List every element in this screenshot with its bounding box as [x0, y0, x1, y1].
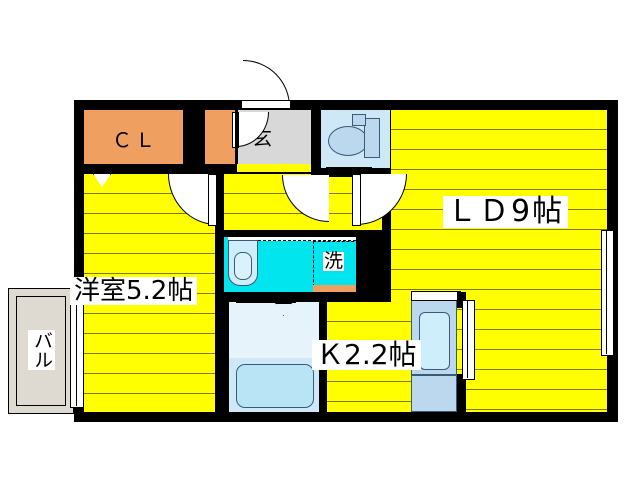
ld-window-east-mullion — [606, 230, 608, 354]
shoe-box — [205, 110, 235, 164]
closet-label: ＣＬ — [112, 128, 158, 152]
wall-h-kitchen-top — [327, 292, 391, 302]
kitchen-counter-divider — [411, 374, 457, 376]
room-label-washitsu: 洋室5.2帖 — [70, 277, 198, 305]
balcony-window-mullion — [76, 296, 78, 406]
balcony-label: バル — [28, 330, 55, 370]
wall-v-kitchen-ld-lower — [457, 374, 466, 412]
kitchen-window-mullion — [467, 300, 469, 378]
wall-h-toilet-bottom — [311, 168, 391, 177]
closet-cl — [84, 110, 183, 164]
wall-h-top-row — [74, 164, 224, 174]
wall-h-bath-top — [222, 292, 327, 302]
kitchen-counter-top — [411, 291, 461, 301]
wall-v-wet-right — [356, 230, 366, 294]
closet-door-marker — [93, 174, 111, 187]
room-label-kitchen: Ｋ2.2帖 — [312, 340, 421, 370]
bathtub-icon — [236, 364, 314, 408]
wash-basin-bowl-icon — [234, 252, 252, 280]
entrance-door-panel[interactable] — [241, 100, 291, 109]
wall-v-closet-right — [183, 100, 205, 174]
toilet-bowl-icon — [328, 126, 368, 156]
washroom-step — [313, 285, 357, 294]
kitchen-window[interactable] — [462, 300, 475, 380]
wall-v-washitsu-right — [215, 174, 224, 412]
room-label-ld: ＬＤ9帖 — [443, 196, 569, 228]
bathroom-dry-area — [229, 302, 319, 358]
laundry-label: 洗 — [323, 250, 345, 272]
washitsu-door-panel[interactable] — [208, 174, 217, 226]
wall-h-washroom-top — [222, 230, 359, 237]
toilet-flush-handle-icon — [352, 114, 366, 126]
toilet-tank-icon — [364, 118, 380, 158]
wall-v-shoebox-left — [235, 100, 238, 164]
wall-v-toilet-left — [311, 100, 321, 174]
wall-v-kitchen-ld — [457, 292, 466, 308]
kitchen-sink-bowl-icon — [419, 312, 450, 370]
genkan-step — [237, 164, 311, 172]
ld-door-panel[interactable] — [352, 174, 361, 226]
washroom-counter — [228, 236, 356, 241]
ld-window-east[interactable] — [601, 230, 614, 356]
